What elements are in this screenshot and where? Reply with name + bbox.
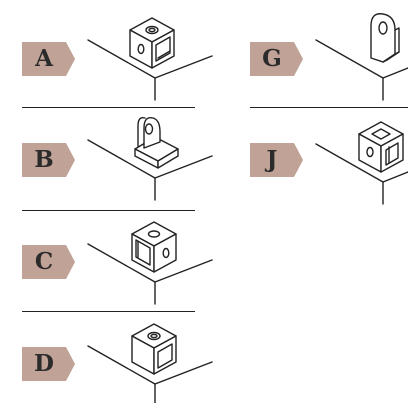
option-tag-j[interactable]: J [250,143,304,177]
figure-g-tab-plate-icon[interactable] [315,13,408,101]
option-letter: C [34,248,54,275]
figure-c-cube-block-icon[interactable] [87,221,213,305]
option-letter: A [35,45,53,72]
option-tag-b[interactable]: B [22,143,76,177]
option-letter: D [34,350,54,377]
divider [22,210,195,211]
option-tag-a[interactable]: A [22,42,76,76]
option-tag-c[interactable]: C [22,245,76,279]
option-letter: B [34,146,54,173]
option-letter: J [266,146,278,173]
figure-a-cube-block-icon[interactable] [87,17,213,101]
figure-j-channel-block-icon[interactable] [315,121,408,205]
divider [250,107,408,108]
figure-b-bracket-icon[interactable] [87,116,213,201]
divider [22,107,195,108]
figure-d-cube-block-icon[interactable] [87,323,213,403]
option-letter: G [262,45,282,72]
option-tag-d[interactable]: D [22,347,76,381]
option-tag-g[interactable]: G [250,42,304,76]
divider [22,311,195,312]
